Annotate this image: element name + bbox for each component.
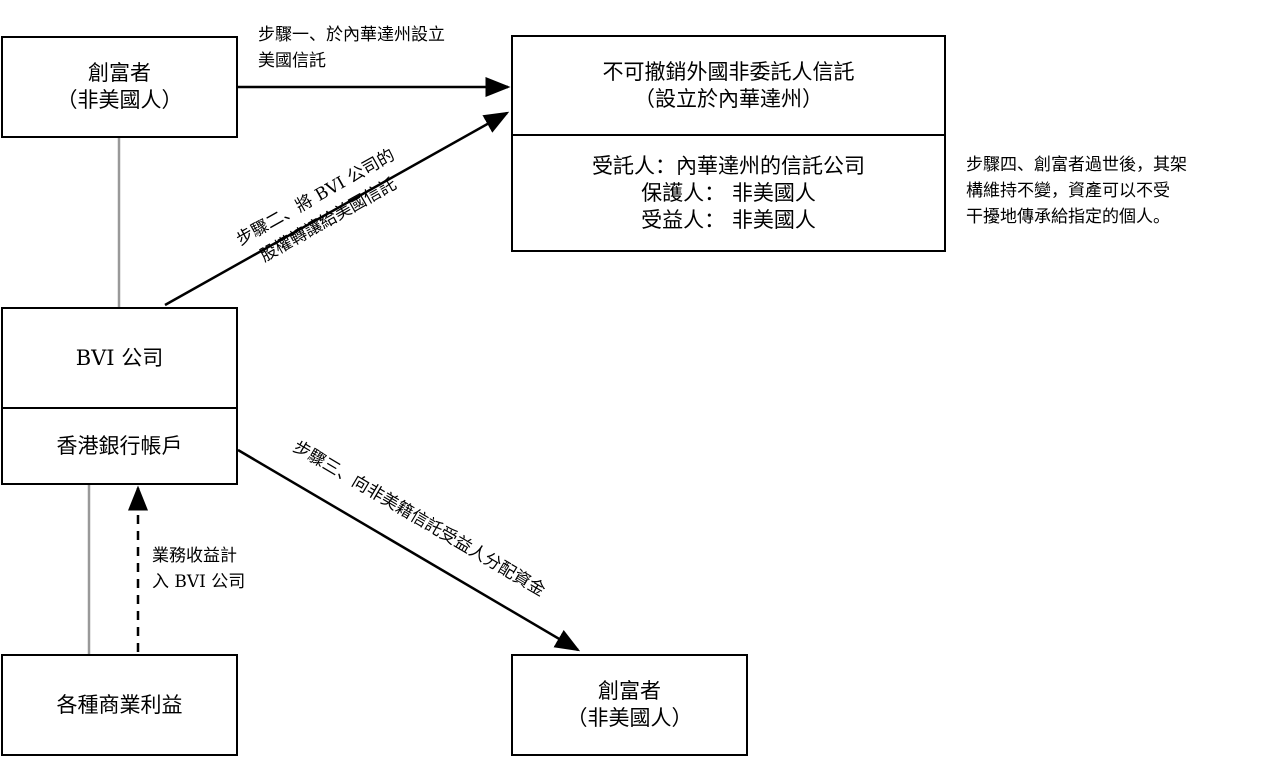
founder-top-subtitle: （非美國人） [56,88,183,112]
bank-account-section: 香港銀行帳戶 [3,409,236,483]
founder-top-box: 創富者 （非美國人） [1,36,238,138]
founder-bottom-subtitle: （非美國人） [566,706,693,730]
step1-label: 步驟一、於內華達州設立 美國信託 [258,22,445,74]
business-interests-box: 各種商業利益 [1,654,238,756]
trust-header: 不可撤銷外國非委託人信託 （設立於內華達州） [513,37,944,134]
trust-box: 不可撤銷外國非委託人信託 （設立於內華達州） 受託人：內華達州的信託公司 保護人… [511,35,946,252]
step4-note-line3: 干擾地傳承給指定的個人。 [966,207,1170,227]
income-note-line2: 入 BVI 公司 [152,572,246,592]
bvi-company-header: BVI 公司 [3,309,236,407]
income-note-line1: 業務收益計 [152,546,237,566]
founder-top-title: 創富者 [88,61,151,85]
step1-label-line2: 美國信託 [258,51,326,71]
bvi-divider [3,407,236,409]
founder-bottom-box: 創富者 （非美國人） [511,654,748,756]
bank-account-label: 香港銀行帳戶 [56,433,183,458]
step4-note: 步驟四、創富者過世後，其架 構維持不變，資產可以不受 干擾地傳承給指定的個人。 [966,152,1187,230]
step2-arrow [164,111,510,307]
trust-divider [513,134,944,136]
trust-trustee: 受託人：內華達州的信託公司 [592,153,865,178]
trust-roles: 受託人：內華達州的信託公司 保護人： 非美國人 受益人： 非美國人 [513,136,944,250]
trust-location: （設立於內華達州） [634,86,823,111]
trust-name: 不可撤銷外國非委託人信託 [602,59,855,84]
bvi-company-name: BVI 公司 [75,345,164,370]
trust-beneficiary: 受益人： 非美國人 [641,207,816,232]
step3-arrow [237,448,581,652]
income-note: 業務收益計 入 BVI 公司 [152,543,245,595]
trust-protector: 保護人： 非美國人 [641,180,816,205]
step4-note-line1: 步驟四、創富者過世後，其架 [966,155,1187,175]
step4-note-line2: 構維持不變，資產可以不受 [966,181,1170,201]
business-interests-label: 各種商業利益 [56,692,183,717]
step1-label-line1: 步驟一、於內華達州設立 [258,25,445,45]
founder-bottom-title: 創富者 [598,679,661,703]
bvi-company-box: BVI 公司 香港銀行帳戶 [1,307,238,485]
